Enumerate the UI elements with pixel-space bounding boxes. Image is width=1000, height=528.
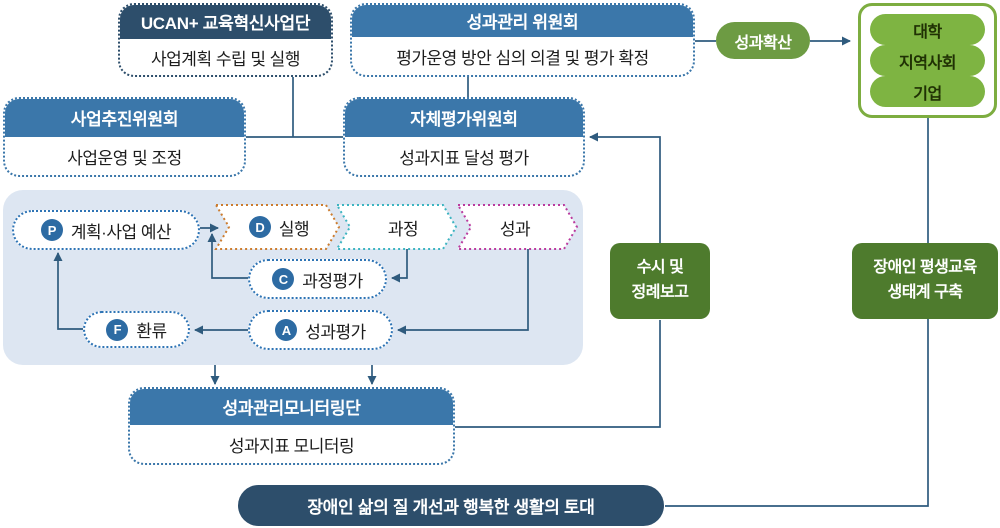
check-pill: C 과정평가 [248, 259, 387, 299]
reports-line2: 정례보고 [631, 284, 689, 301]
ucan-box-body: 사업계획 수립 및 실행 [151, 49, 300, 69]
act-label: 성과평가 [305, 322, 366, 342]
reports-box: 수시 및 정례보고 [610, 243, 710, 319]
monitoring-team-body: 성과지표 모니터링 [228, 436, 355, 456]
do-chevron: D 실행 [229, 205, 329, 249]
feedback-label: 환류 [136, 322, 167, 341]
monitoring-team-box: 성과관리모니터링단 성과지표 모니터링 [128, 387, 455, 465]
check-label: 과정평가 [302, 271, 363, 291]
ucan-box-title: UCAN+ 교육혁신사업단 [120, 5, 331, 39]
plan-label: 계획·사업 예산 [70, 222, 172, 242]
check-letter-icon: C [272, 268, 295, 290]
act-pill: A 성과평가 [248, 310, 393, 350]
ecosystem-line1: 장애인 평생교육 [873, 259, 977, 277]
promotion-committee-box: 사업추진위원회 사업운영 및 조정 [3, 97, 246, 177]
foundation-bar: 장애인 삶의 질 개선과 행복한 생활의 토대 [238, 485, 664, 526]
performance-committee-title: 성과관리 위원회 [352, 5, 693, 37]
reports-line1: 수시 및 [636, 259, 684, 277]
spread-pill: 성과확산 [716, 22, 810, 59]
plan-letter-icon: P [40, 219, 63, 241]
act-letter-icon: A [275, 319, 298, 341]
ecosystem-line2: 생태계 구축 [887, 284, 963, 301]
promotion-committee-body: 사업운영 및 조정 [67, 148, 182, 168]
self-eval-committee-body: 성과지표 달성 평가 [399, 148, 529, 168]
outcome-chevron-shape [456, 204, 579, 250]
targets-box: 대학 지역사회 기업 [858, 3, 997, 118]
self-eval-committee-title: 자체평가위원회 [345, 99, 583, 137]
process-chevron: 과정 [350, 205, 456, 249]
do-chevron-shape [214, 204, 341, 250]
monitoring-team-title: 성과관리모니터링단 [130, 389, 453, 425]
do-letter-icon: D [248, 216, 271, 238]
performance-committee-body: 평가운영 방안 심의 의결 및 평가 확정 [396, 48, 649, 68]
ecosystem-box: 장애인 평생교육 생태계 구축 [852, 243, 998, 319]
performance-committee-box: 성과관리 위원회 평가운영 방안 심의 의결 및 평가 확정 [350, 3, 695, 77]
promotion-committee-title: 사업추진위원회 [5, 99, 244, 137]
feedback-pill: F 환류 [83, 311, 190, 348]
plan-pill: P 계획·사업 예산 [12, 210, 200, 250]
outcome-label: 성과 [499, 219, 531, 239]
ucan-box: UCAN+ 교육혁신사업단 사업계획 수립 및 실행 [118, 3, 333, 77]
target-community: 지역사회 [870, 45, 985, 76]
feedback-letter-icon: F [106, 318, 129, 341]
outcome-chevron: 성과 [465, 205, 565, 249]
self-eval-committee-box: 자체평가위원회 성과지표 달성 평가 [343, 97, 585, 177]
process-label: 과정 [387, 219, 419, 239]
target-university: 대학 [870, 14, 985, 45]
process-chevron-shape [335, 204, 458, 250]
do-label: 실행 [278, 219, 310, 239]
target-company: 기업 [870, 76, 985, 107]
